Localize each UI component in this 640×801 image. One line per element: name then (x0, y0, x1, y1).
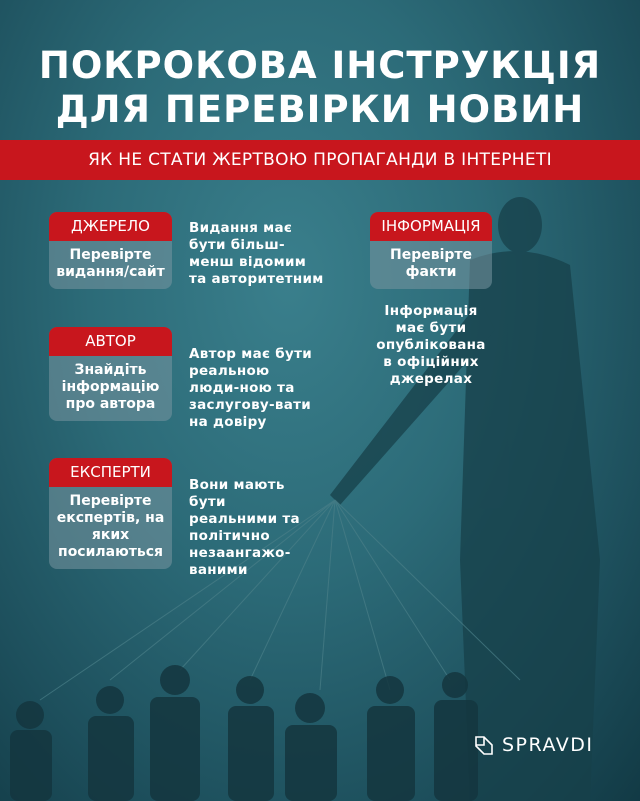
card-header: АВТОР (49, 327, 172, 356)
step-card-experts: ЕКСПЕРТИ Перевірте експертів, на яких по… (49, 458, 172, 569)
step-note-information: Інформація має бути опублікована в офіці… (376, 303, 486, 387)
step-card-information: ІНФОРМАЦІЯ Перевірте факти (370, 212, 492, 289)
step-card-source: ДЖЕРЕЛО Перевірте видання/сайт (49, 212, 172, 289)
card-body: Знайдіть інформацію про автора (61, 362, 160, 412)
card-header: ДЖЕРЕЛО (49, 212, 172, 241)
card-header: ІНФОРМАЦІЯ (370, 212, 492, 241)
logo-text: SPRAVDI (502, 734, 594, 756)
card-body: Перевірте експертів, на яких посилаються (56, 493, 165, 560)
step-note-author: Автор має бути реальною люди-ною та засл… (189, 346, 313, 430)
card-body: Перевірте факти (389, 247, 473, 280)
page-title: ПОКРОКОВА ІНСТРУКЦІЯ ДЛЯ ПЕРЕВІРКИ НОВИН (0, 44, 640, 132)
title-line-1: ПОКРОКОВА ІНСТРУКЦІЯ (38, 44, 602, 87)
spravdi-logo-icon (475, 736, 493, 755)
step-card-author: АВТОР Знайдіть інформацію про автора (49, 327, 172, 421)
title-line-2: ДЛЯ ПЕРЕВІРКИ НОВИН (55, 88, 585, 131)
subtitle-banner: ЯК НЕ СТАТИ ЖЕРТВОЮ ПРОПАГАНДИ В ІНТЕРНЕ… (0, 140, 640, 180)
step-note-experts: Вони мають бути реальними та політично н… (189, 477, 300, 578)
spravdi-logo: SPRAVDI (474, 734, 593, 756)
card-body: Перевірте видання/сайт (56, 247, 165, 280)
step-note-source: Видання має бути більш-менш відомим та а… (189, 220, 324, 287)
card-header: ЕКСПЕРТИ (49, 458, 172, 487)
